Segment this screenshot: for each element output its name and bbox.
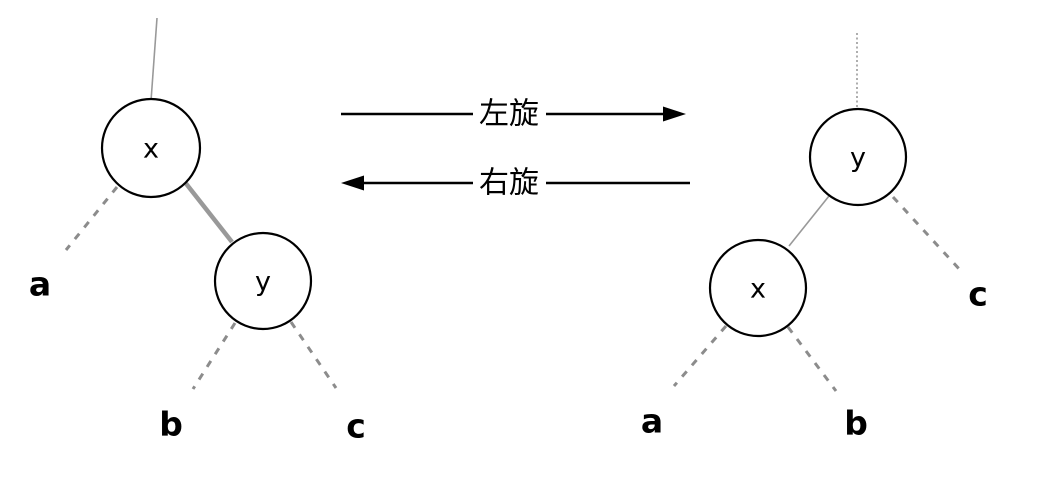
right-arrowhead-icon bbox=[663, 106, 686, 122]
right-tree-subtree-c-label: c bbox=[968, 275, 988, 314]
right-rotate-arrow: 右旋 bbox=[341, 166, 690, 201]
right-tree-subtree-b-edge bbox=[786, 326, 838, 392]
right-tree-node-y-circle bbox=[808, 107, 908, 207]
right-tree-subtree-a-label: a bbox=[641, 402, 663, 441]
right-tree: y x a b c bbox=[641, 33, 988, 443]
left-tree-edge-x-to-y bbox=[182, 179, 234, 244]
left-tree-node-x-label: x bbox=[143, 134, 159, 165]
right-tree-edge-y-to-x bbox=[788, 195, 830, 247]
left-rotate-label: 左旋 bbox=[479, 97, 539, 132]
left-tree-node-x-circle bbox=[100, 97, 202, 199]
right-tree-node-x-label: x bbox=[750, 274, 766, 305]
left-tree: x y a b c bbox=[29, 17, 366, 446]
left-tree-subtree-a-edge bbox=[64, 186, 119, 251]
left-tree-subtree-b-edge bbox=[191, 322, 237, 390]
right-rotate-label: 右旋 bbox=[479, 166, 539, 201]
left-tree-node-y-circle bbox=[213, 231, 313, 331]
right-tree-subtree-b-label: b bbox=[844, 404, 868, 443]
left-tree-subtree-c-edge bbox=[289, 321, 338, 389]
right-tree-node-x-circle bbox=[708, 238, 808, 338]
left-tree-subtree-c-label: c bbox=[346, 407, 366, 446]
left-tree-subtree-b-label: b bbox=[159, 405, 183, 444]
right-tree-subtree-c-edge bbox=[891, 195, 963, 273]
left-tree-node-y-label: y bbox=[255, 267, 271, 298]
left-arrowhead-icon bbox=[341, 175, 364, 191]
left-rotate-arrow: 左旋 bbox=[341, 97, 686, 132]
left-tree-subtree-a-label: a bbox=[29, 265, 51, 304]
right-tree-subtree-a-edge bbox=[672, 325, 728, 387]
right-tree-node-y-label: y bbox=[850, 143, 866, 174]
left-tree-parent-edge bbox=[150, 17, 158, 102]
